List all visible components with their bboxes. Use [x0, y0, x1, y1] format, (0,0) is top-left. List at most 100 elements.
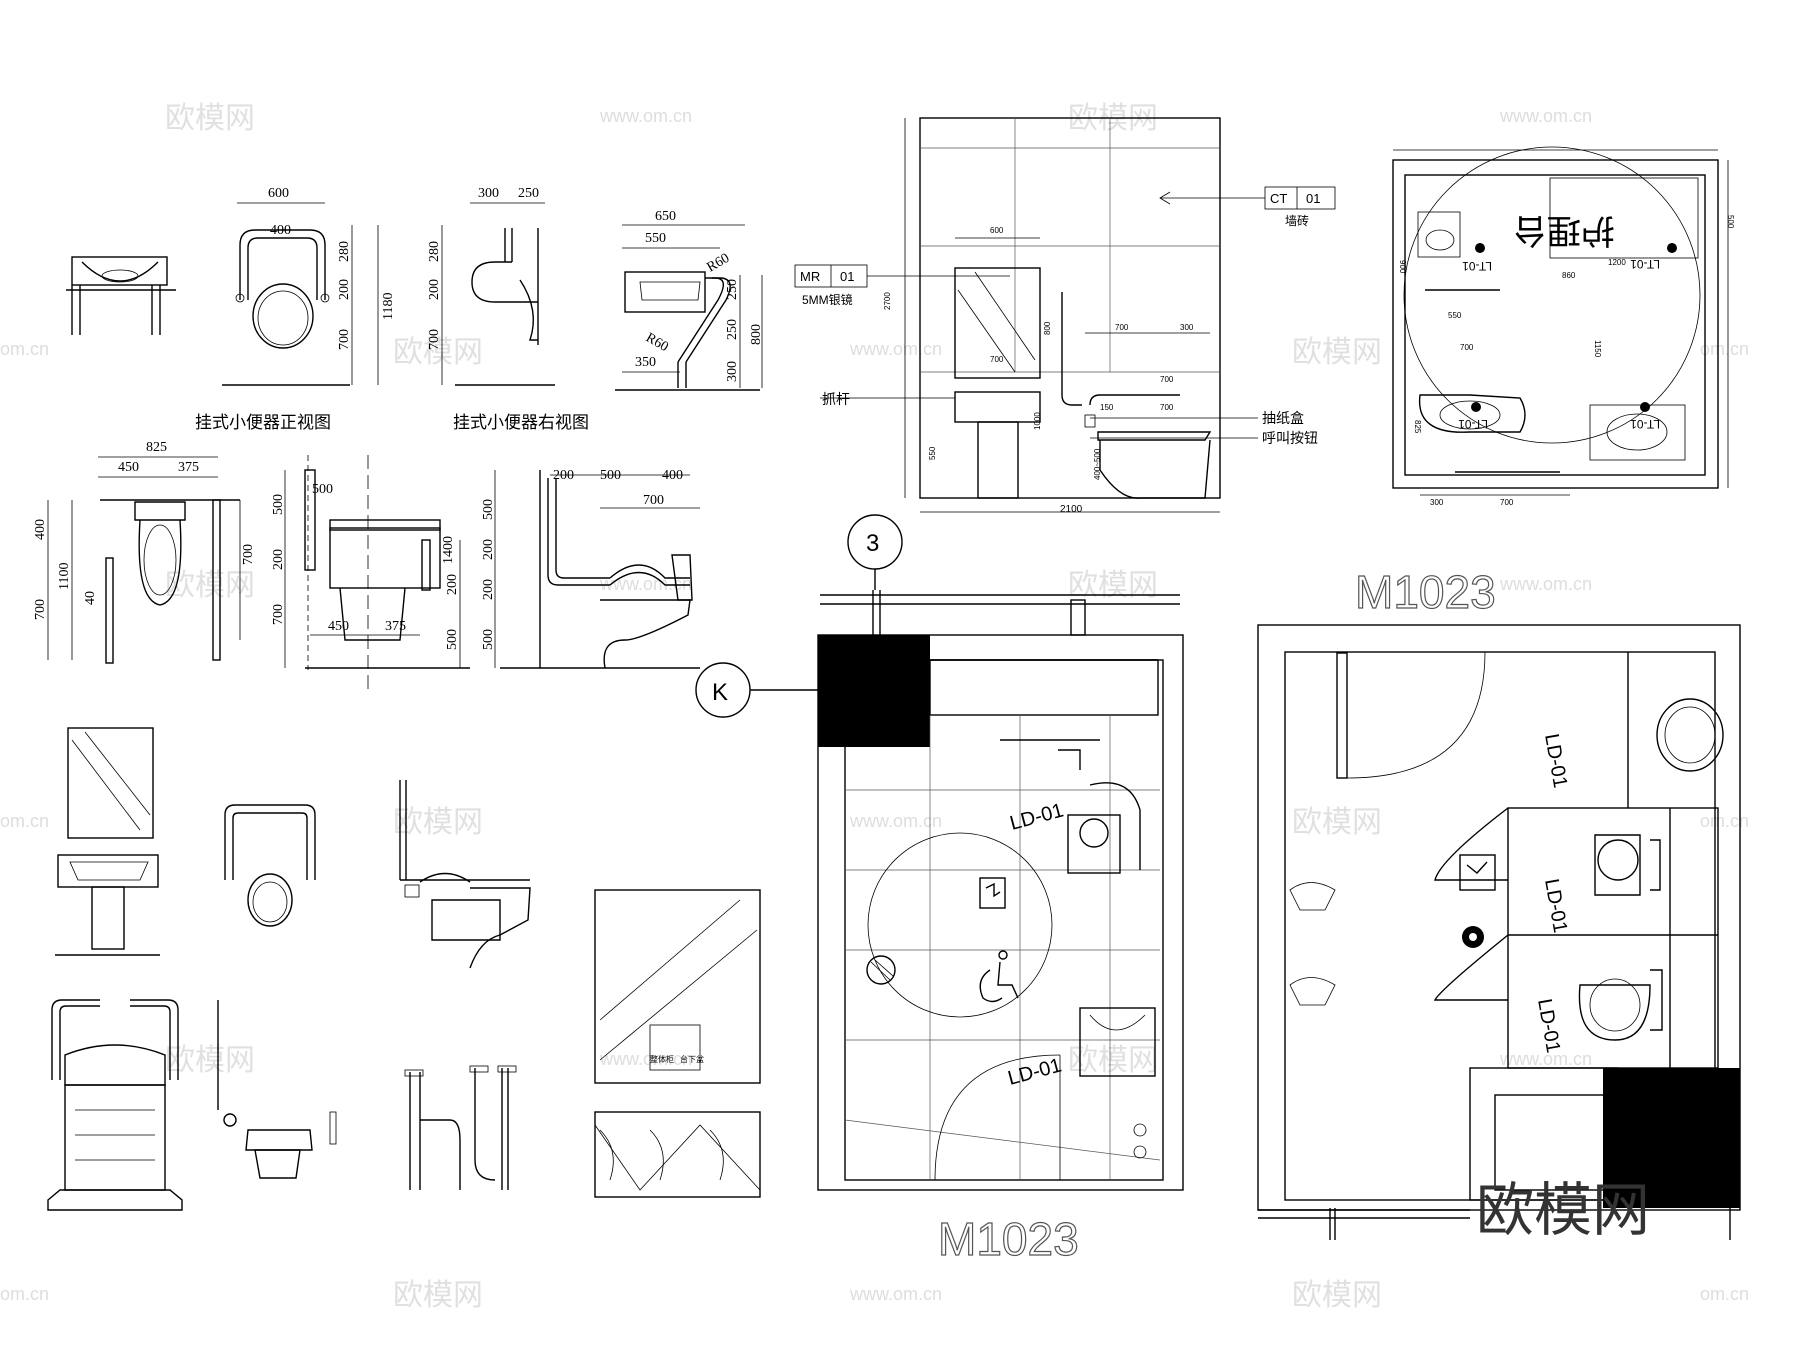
dim-label: 200 — [271, 549, 286, 570]
dim-label: 200 — [337, 279, 352, 300]
watermark-url: www.om.cn — [1499, 106, 1592, 126]
watermark-cn: 欧模网 — [165, 101, 255, 136]
basin-front-small — [66, 256, 176, 335]
mr-label: 5MM银镜 — [802, 292, 853, 307]
cabinet-label: 整体柜 — [650, 1054, 674, 1064]
watermark-cn: 欧模网 — [1068, 1043, 1158, 1078]
brand-logo: 欧模网 — [1476, 1176, 1650, 1244]
watermark-url: om.cn — [1700, 339, 1749, 359]
dim-label: 300 — [478, 186, 499, 201]
lt-label: LT-01 — [1630, 257, 1660, 271]
dim-label: 500 — [1726, 215, 1735, 229]
watermarks: 欧模网 www.om.cn 欧模网 www.om.cn om.cn 欧模网 ww… — [0, 101, 1749, 1313]
dim-label: 400 — [33, 519, 48, 540]
watermark-cn: 欧模网 — [165, 1043, 255, 1078]
dim-label: 600 — [990, 226, 1004, 235]
lt-label: LT-01 — [1630, 417, 1660, 431]
watermark-cn: 欧模网 — [393, 335, 483, 370]
dim-label: 700 — [241, 544, 256, 565]
plan-accessible-room: 3 K LD-01 LD- — [695, 514, 1184, 1266]
watermark-url: om.cn — [0, 811, 49, 831]
watermark-url: om.cn — [0, 1284, 49, 1304]
dim-label: 600 — [268, 186, 289, 201]
grid-letter: K — [712, 679, 728, 706]
watermark-url: om.cn — [1700, 1284, 1749, 1304]
basin-label: 台下盆 — [680, 1054, 704, 1064]
dim-label: 300 — [1180, 323, 1194, 332]
dim-label: 1180 — [381, 293, 396, 320]
urinal-front-view: 600 400 280 200 700 1180 挂式小便器正视图 — [195, 186, 396, 433]
dim-label: 500 — [271, 494, 286, 515]
fixture-row-bottom — [47, 999, 517, 1211]
dim-label: 250 — [518, 186, 539, 201]
watermark-cn: 欧模网 — [1292, 805, 1382, 840]
dim-label: 650 — [655, 209, 676, 224]
dim-label: 700 — [1115, 323, 1129, 332]
dim-label: 2100 — [1060, 504, 1083, 515]
accessible-plan-top: LT-01 LT-01 LT-01 LT-01 护理台 1200 860 115… — [1392, 146, 1735, 507]
dim-label: 700 — [427, 329, 442, 350]
tissue-box-label: 抽纸盒 — [1262, 410, 1304, 426]
call-button-label: 呼叫按钮 — [1262, 430, 1318, 446]
dim-label: 700 — [1500, 498, 1514, 507]
dim-label: 375 — [178, 460, 199, 475]
dim-label: 700 — [990, 355, 1004, 364]
column-block-right — [1603, 1068, 1740, 1208]
dim-label: 860 — [1562, 271, 1576, 280]
dim-label: 200 — [427, 279, 442, 300]
dim-label: 150 — [1100, 403, 1114, 412]
lt-label: LT-01 — [1462, 259, 1492, 273]
dim-label: 500 — [481, 629, 496, 650]
toilet-plan-view: 825 450 375 400 700 1100 40 700 — [33, 440, 256, 664]
grid-number: 3 — [866, 530, 879, 557]
dim-label: 1100 — [57, 563, 72, 590]
dim-label: 700 — [33, 599, 48, 620]
caption-urinal-side: 挂式小便器右视图 — [453, 413, 589, 433]
dim-label: 800 — [1043, 321, 1052, 335]
watermark-cn: 欧模网 — [1068, 568, 1158, 603]
caption-urinal-front: 挂式小便器正视图 — [195, 413, 331, 433]
ct-code: CT — [1270, 191, 1287, 206]
dim-label: 700 — [1160, 403, 1174, 412]
toilet-side-lbar: 200 500 400 700 500 200 200 500 1400 — [441, 468, 700, 669]
lt-label: LT-01 — [1458, 417, 1488, 431]
dim-label: 500 — [445, 629, 460, 650]
dim-label: 200 — [481, 579, 496, 600]
dim-label: 500 — [481, 499, 496, 520]
watermark-url: www.om.cn — [849, 1284, 942, 1304]
watermark-url: www.om.cn — [849, 811, 942, 831]
fixture-elevations: 整体柜 台下盆 — [55, 727, 761, 1198]
dim-label: 1150 — [1593, 340, 1602, 358]
grab-bar-label: 抓杆 — [822, 391, 850, 407]
watermark-cn: 欧模网 — [1292, 1278, 1382, 1313]
dim-label: 40 — [83, 591, 98, 605]
dim-label: 550 — [928, 446, 937, 460]
mr-num: 01 — [840, 269, 854, 284]
dim-label: 2700 — [883, 292, 892, 310]
dim-label: 900 — [1398, 260, 1407, 274]
dim-label: 450 — [118, 460, 139, 475]
dim-label: 825 — [1413, 420, 1422, 434]
dim-label: 500 — [312, 482, 333, 497]
ct-label: 墙砖 — [1285, 213, 1309, 228]
dim-label: 250 — [725, 319, 740, 340]
dim-label: 200 — [481, 539, 496, 560]
urinal-side-view: 300 250 280 200 700 挂式小便器右视图 — [427, 186, 589, 433]
dim-label: 250 — [725, 279, 740, 300]
watermark-url: www.om.cn — [599, 106, 692, 126]
dim-label: 800 — [749, 324, 764, 345]
dim-label: 375 — [385, 619, 406, 634]
dim-label: 200 — [553, 468, 574, 483]
dim-label: 1400 — [441, 536, 456, 564]
dim-label: 300 — [725, 361, 740, 382]
nursing-table-label: 护理台 — [1513, 211, 1615, 249]
dim-label: 1000 — [1033, 412, 1042, 430]
plan-restroom-cubicles: M1023 LD-01 LD-01 LD-01 — [1257, 565, 1741, 1244]
dim-label: 200 — [445, 574, 460, 595]
door-code-right: M1023 — [1355, 566, 1496, 618]
dim-label: 400 — [662, 468, 683, 483]
watermark-url: www.om.cn — [849, 339, 942, 359]
dim-label: 400~500 — [1093, 448, 1102, 480]
dim-label: 700 — [337, 329, 352, 350]
